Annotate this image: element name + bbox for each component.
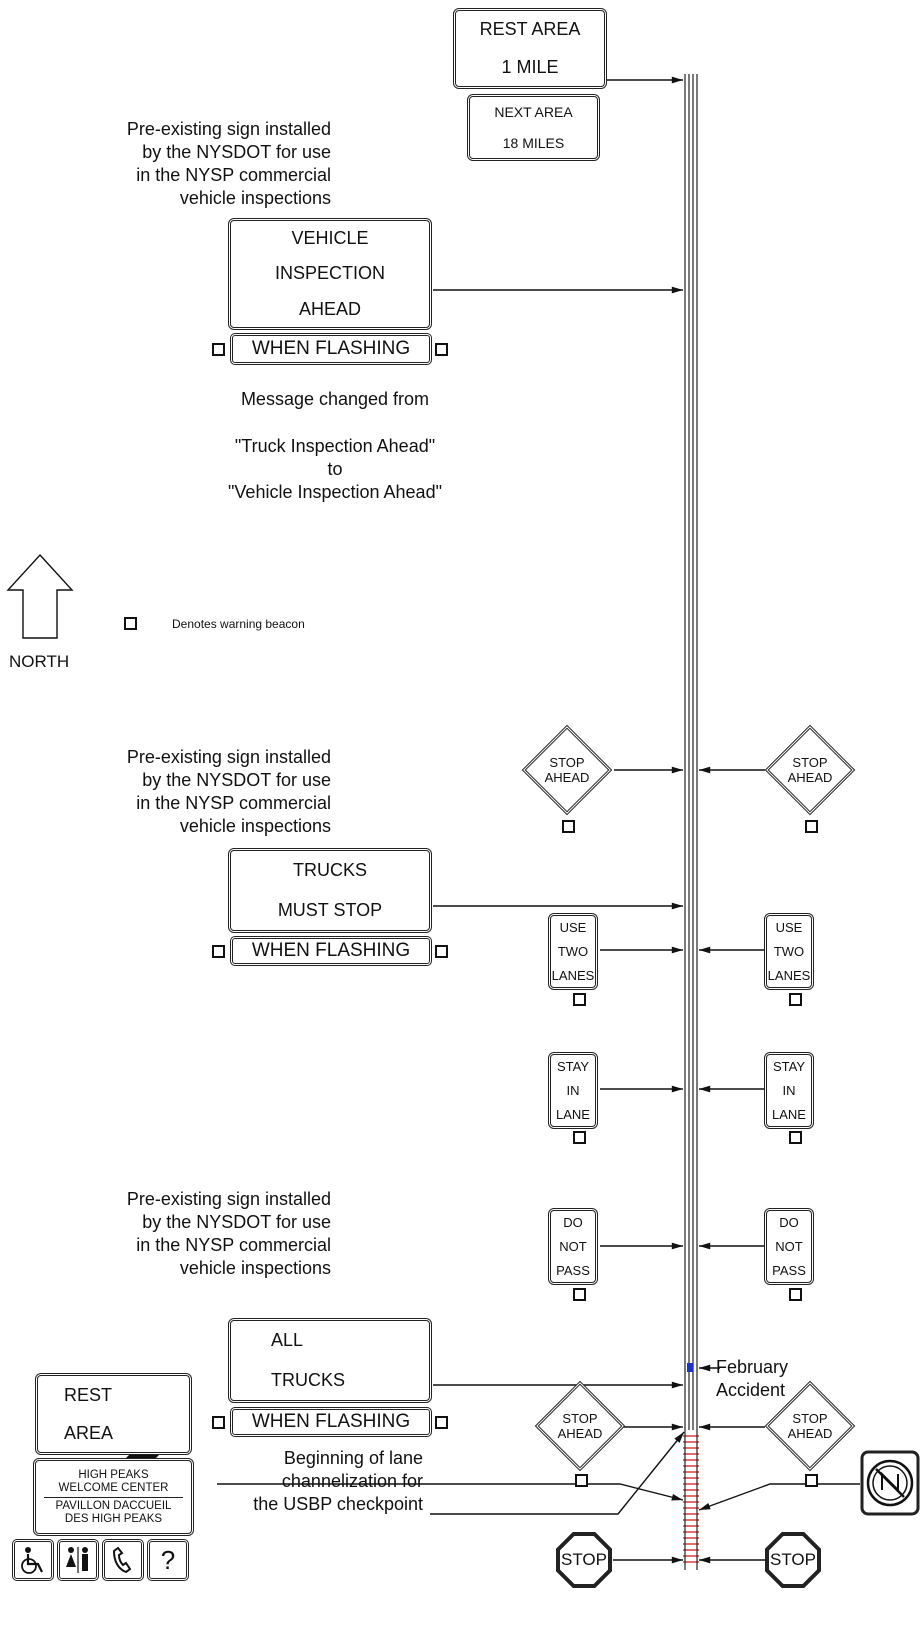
sign-text: NEXT AREA [494, 104, 573, 121]
sign-text: 18 MILES [502, 134, 565, 151]
beacon-legend-label: Denotes warning beacon [172, 617, 305, 631]
sign-text: 1 MILE [501, 56, 559, 77]
stop-sign: STOP [556, 1532, 612, 1588]
connectors [217, 76, 860, 1564]
sign-text: AREA [64, 1422, 114, 1443]
checkpoint-hatch [683, 1430, 699, 1570]
sign-text: DES HIGH PEAKS [64, 1512, 163, 1525]
warning-beacon-icon [435, 1416, 448, 1429]
message-changed-note: Message changed from "Truck Inspection A… [228, 389, 442, 502]
next-area-sign: NEXT AREA 18 MILES [467, 94, 600, 161]
no-entry-symbol-icon [860, 1450, 920, 1516]
restroom-icon [57, 1539, 99, 1581]
warning-beacon-icon [573, 993, 586, 1006]
warning-beacon-icon [789, 993, 802, 1006]
sign-text: ALL [271, 1330, 304, 1351]
warning-beacon-icon [573, 1288, 586, 1301]
trucks-must-stop-sign: TRUCKS MUST STOP [228, 848, 432, 933]
warning-beacon-icon [805, 1474, 818, 1487]
north-arrow-icon [6, 553, 74, 639]
sign-text: PAVILLON DACCUEIL [55, 1499, 172, 1512]
all-trucks-sign: ALL TRUCKS [228, 1318, 432, 1403]
sign-text: VEHICLE [291, 228, 369, 249]
warning-beacon-icon [789, 1131, 802, 1144]
wheelchair-icon [12, 1539, 54, 1581]
sign-text: REST AREA [479, 19, 581, 40]
warning-beacon-icon [212, 343, 225, 356]
north-label: NORTH [9, 652, 70, 671]
when-flashing-strip: WHEN FLASHING [230, 1407, 432, 1437]
telephone-icon [102, 1539, 144, 1581]
sign-text: TRUCKS [292, 860, 367, 881]
when-flashing-strip: WHEN FLASHING [230, 333, 432, 365]
warning-beacon-icon [435, 343, 448, 356]
sign-text: INSPECTION [274, 263, 385, 284]
stop-sign: STOP [765, 1532, 821, 1588]
warning-beacon-icon [562, 820, 575, 833]
warning-beacon-icon [212, 1416, 225, 1429]
rest-area-1-mile-sign: REST AREA 1 MILE [453, 8, 607, 89]
warning-beacon-icon [805, 820, 818, 833]
sign-text: HIGH PEAKS [78, 1468, 149, 1481]
warning-beacon-icon [573, 1131, 586, 1144]
warning-beacon-icon [435, 945, 448, 958]
when-flashing-strip: WHEN FLASHING [230, 936, 432, 966]
vehicle-inspection-sign: VEHICLE INSPECTION AHEAD [228, 218, 432, 330]
sign-text: REST [64, 1384, 113, 1405]
accident-marker [687, 1363, 693, 1372]
road-lines [684, 74, 698, 1570]
warning-beacon-icon [789, 1288, 802, 1301]
lane-channelization-note: Beginning of lane channelization for the… [253, 1448, 423, 1514]
welcome-center-sign: HIGH PEAKS WELCOME CENTER PAVILLON DACCU… [33, 1458, 194, 1536]
warning-beacon-icon [124, 617, 137, 630]
question-icon: ? [147, 1539, 189, 1581]
warning-beacon-icon [212, 945, 225, 958]
sign-text: TRUCKS [271, 1369, 346, 1390]
sign-text: MUST STOP [277, 899, 383, 920]
sign-text: WELCOME CENTER [58, 1481, 169, 1494]
rest-area-sign: REST AREA [35, 1373, 192, 1455]
sign-text: AHEAD [298, 298, 361, 319]
warning-beacon-icon [575, 1474, 588, 1487]
